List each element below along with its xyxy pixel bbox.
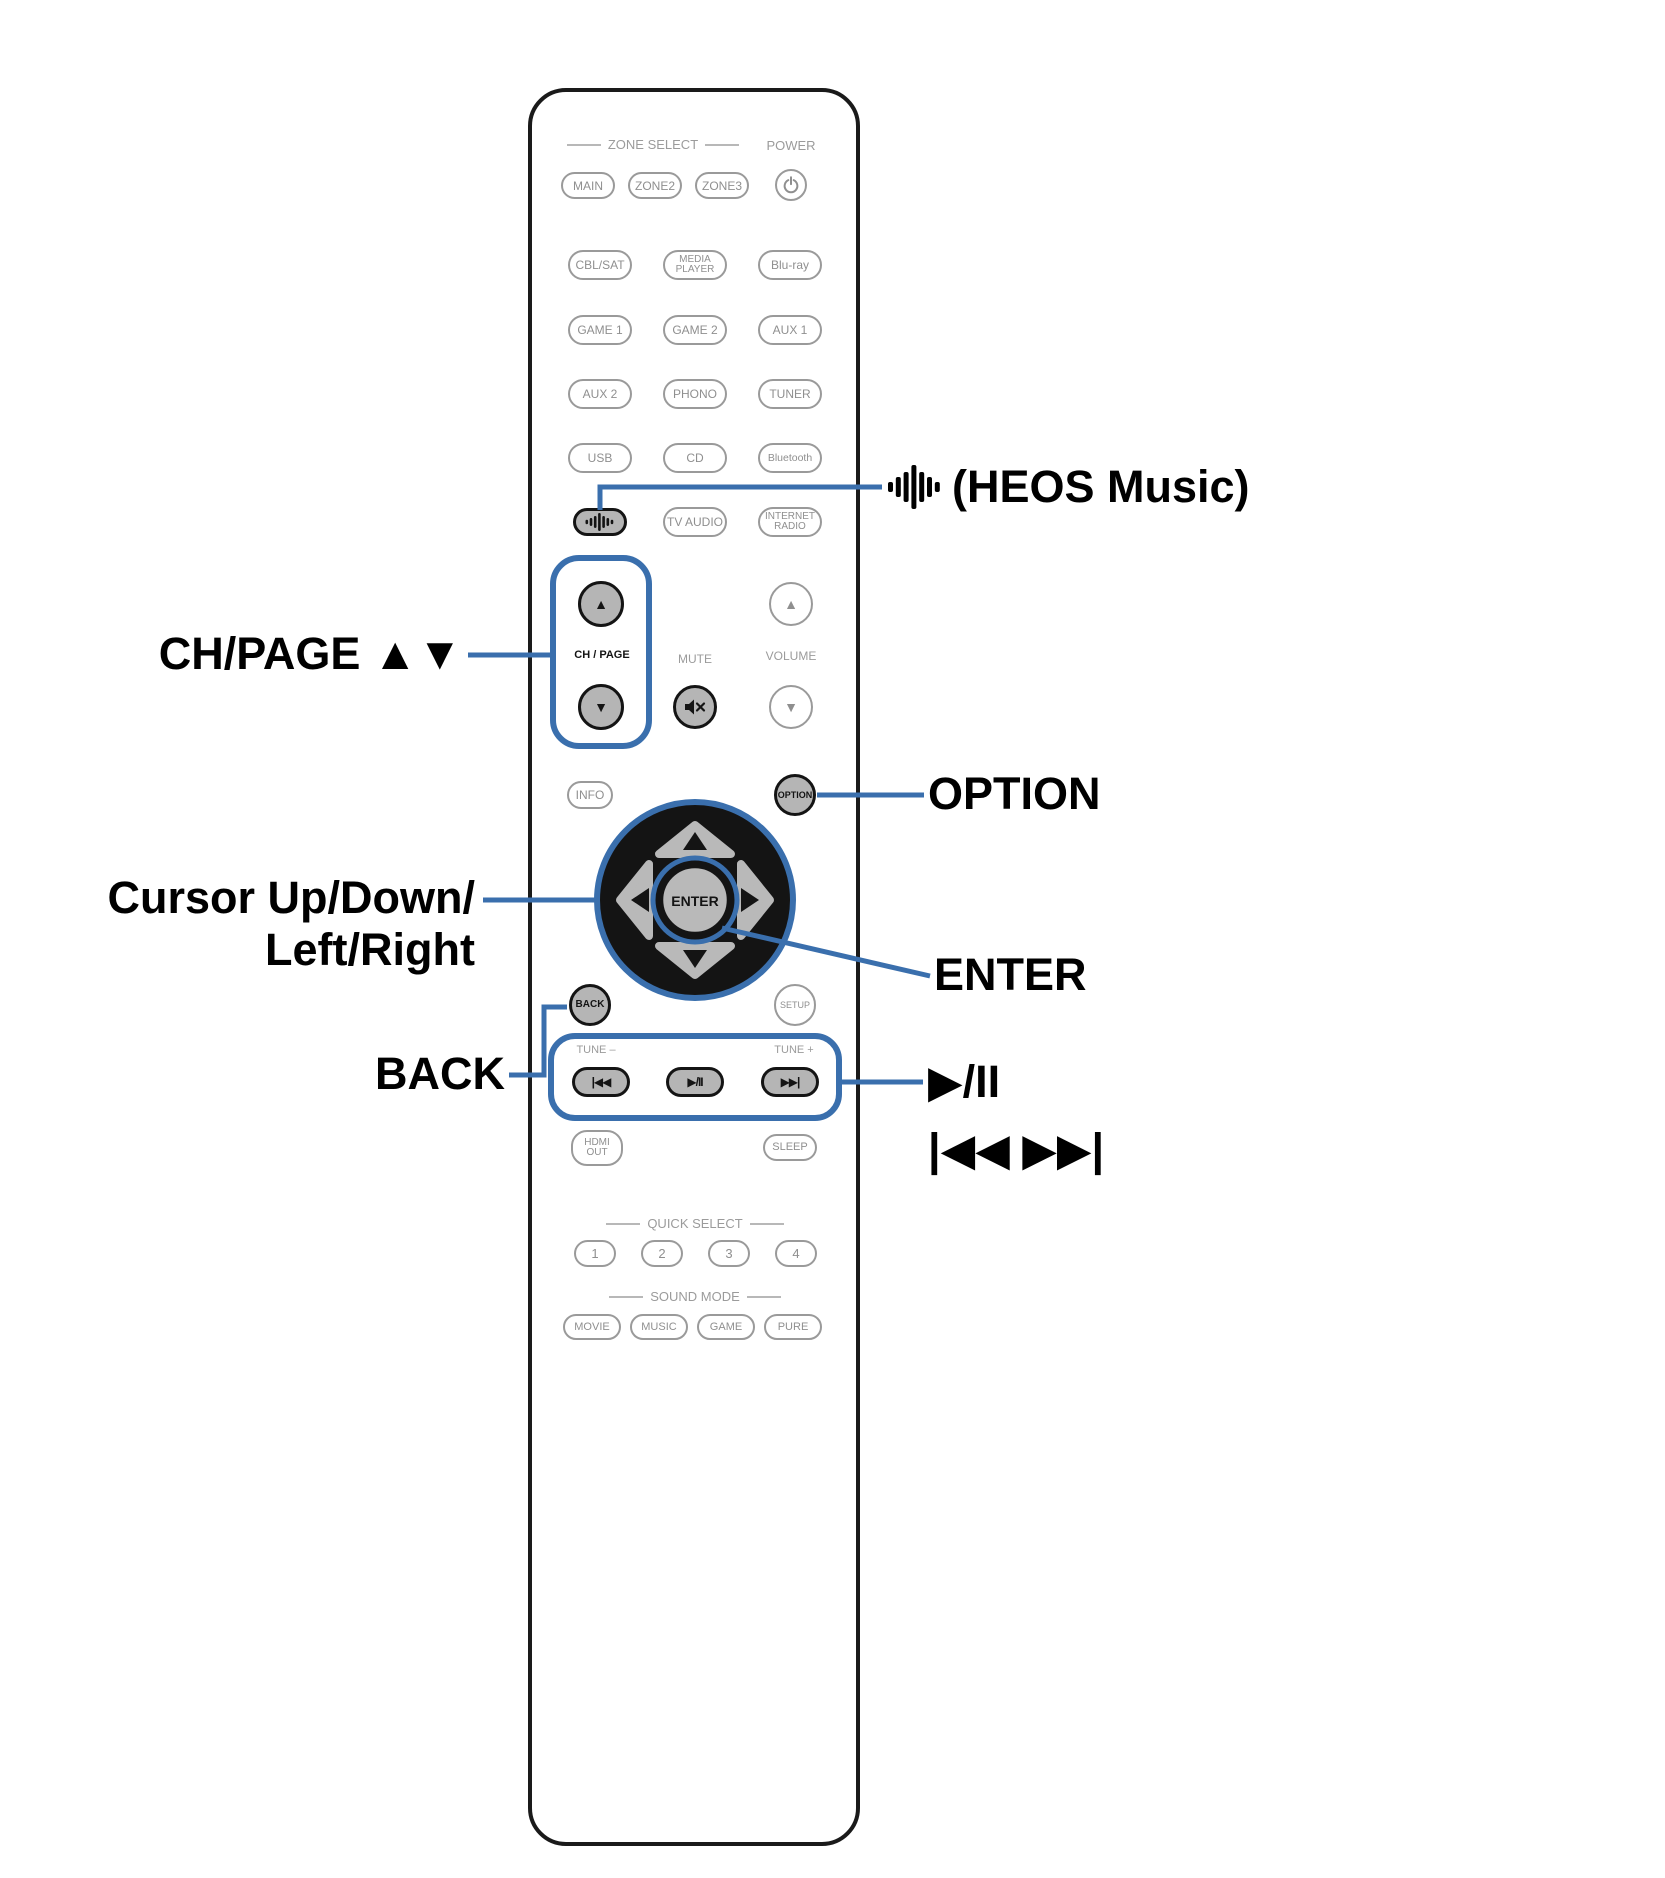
divider-line (705, 143, 740, 146)
button-game2[interactable]: GAME 2 (663, 315, 727, 345)
divider-line (566, 143, 601, 146)
callout-skip: |◀◀ ▶▶| (928, 1124, 1105, 1175)
sound-mode-movie-button[interactable]: MOVIE (563, 1314, 621, 1340)
skip-back-button[interactable]: |◀◀ (572, 1067, 630, 1097)
power-label: POWER (766, 138, 816, 153)
heos-button[interactable] (573, 508, 627, 536)
mute-button[interactable] (673, 685, 717, 729)
quick-select-1-button[interactable]: 1 (574, 1240, 616, 1267)
quick-select-label: QUICK SELECT (647, 1216, 743, 1231)
callout-heos: (HEOS Music) (888, 455, 1250, 519)
skip-forward-button[interactable]: ▶▶| (761, 1067, 819, 1097)
hdmi-out-label-line2: OUT (586, 1147, 608, 1158)
button-aux2[interactable]: AUX 2 (568, 379, 632, 409)
volume-up-button[interactable]: ▲ (769, 582, 813, 626)
button-bluetooth[interactable]: Bluetooth (758, 443, 822, 473)
sound-mode-label: SOUND MODE (650, 1289, 740, 1304)
up-triangle-icon: ▲ (784, 596, 798, 612)
button-media-player[interactable]: MEDIA PLAYER (663, 250, 727, 280)
play-pause-button[interactable]: ▶/II (666, 1067, 724, 1097)
button-cbl-sat[interactable]: CBL/SAT (568, 250, 632, 280)
up-triangle-icon: ▲ (594, 596, 608, 612)
back-button[interactable]: BACK (569, 984, 611, 1026)
sound-mode-music-button[interactable]: MUSIC (630, 1314, 688, 1340)
sound-mode-header: SOUND MODE (545, 1289, 845, 1304)
zone-select-label: ZONE SELECT (607, 137, 699, 152)
divider-line (749, 1222, 784, 1225)
button-usb[interactable]: USB (568, 443, 632, 473)
quick-select-header: QUICK SELECT (545, 1216, 845, 1231)
info-button[interactable]: INFO (567, 781, 613, 809)
callout-back: BACK (375, 1048, 505, 1099)
sound-mode-game-button[interactable]: GAME (697, 1314, 755, 1340)
remote-body (528, 88, 860, 1846)
button-zone2[interactable]: ZONE2 (628, 172, 682, 199)
internet-radio-label-line1: INTERNET (765, 510, 815, 522)
down-triangle-icon: ▼ (784, 699, 798, 715)
volume-down-button[interactable]: ▼ (769, 685, 813, 729)
button-zone3[interactable]: ZONE3 (695, 172, 749, 199)
button-aux1[interactable]: AUX 1 (758, 315, 822, 345)
internet-radio-label-line2: RADIO (774, 521, 806, 532)
divider-line (746, 1295, 781, 1298)
quick-select-2-button[interactable]: 2 (641, 1240, 683, 1267)
button-game1[interactable]: GAME 1 (568, 315, 632, 345)
button-main[interactable]: MAIN (561, 172, 615, 199)
down-triangle-icon: ▼ (594, 699, 608, 715)
callout-enter: ENTER (934, 949, 1087, 1000)
divider-line (606, 1222, 641, 1225)
quick-select-3-button[interactable]: 3 (708, 1240, 750, 1267)
button-internet-radio[interactable]: INTERNET RADIO (758, 507, 822, 537)
button-cd[interactable]: CD (663, 443, 727, 473)
power-icon (783, 176, 799, 194)
callout-heos-label: (HEOS Music) (952, 461, 1250, 513)
sound-mode-pure-button[interactable]: PURE (764, 1314, 822, 1340)
button-blu-ray[interactable]: Blu-ray (758, 250, 822, 280)
hdmi-out-label-line1: HDMI (584, 1136, 610, 1148)
power-button[interactable] (775, 169, 807, 201)
button-tv-audio[interactable]: TV AUDIO (663, 507, 727, 537)
setup-button[interactable]: SETUP (774, 984, 816, 1026)
mute-label: MUTE (678, 652, 712, 666)
quick-select-4-button[interactable]: 4 (775, 1240, 817, 1267)
mute-icon (685, 699, 706, 715)
callout-option: OPTION (928, 768, 1101, 819)
button-tuner[interactable]: TUNER (758, 379, 822, 409)
media-player-label-line2: PLAYER (675, 264, 715, 275)
ch-page-label: CH / PAGE (574, 649, 630, 661)
ch-page-down-button[interactable]: ▼ (578, 684, 624, 730)
zone-select-header: ZONE SELECT (548, 137, 758, 152)
sleep-button[interactable]: SLEEP (763, 1134, 817, 1161)
callout-ch-page: CH/PAGE ▲▼ (158, 628, 462, 679)
option-button[interactable]: OPTION (774, 774, 816, 816)
ch-page-up-button[interactable]: ▲ (578, 581, 624, 627)
hdmi-out-button[interactable]: HDMI OUT (571, 1130, 623, 1166)
callout-cursor: Cursor Up/Down/ Left/Right (30, 872, 476, 976)
callout-cursor-line1: Cursor Up/Down/ (107, 872, 476, 923)
volume-label: VOLUME (765, 649, 817, 663)
media-player-label-line1: MEDIA (679, 253, 711, 265)
heos-icon (585, 513, 614, 531)
heos-music-icon (888, 465, 940, 509)
tune-minus-label: TUNE – (576, 1044, 616, 1056)
divider-line (609, 1295, 644, 1298)
callout-play-pause: ▶/II (928, 1056, 1001, 1107)
callout-cursor-line2: Left/Right (265, 923, 475, 975)
button-phono[interactable]: PHONO (663, 379, 727, 409)
tune-plus-label: TUNE + (774, 1044, 814, 1056)
